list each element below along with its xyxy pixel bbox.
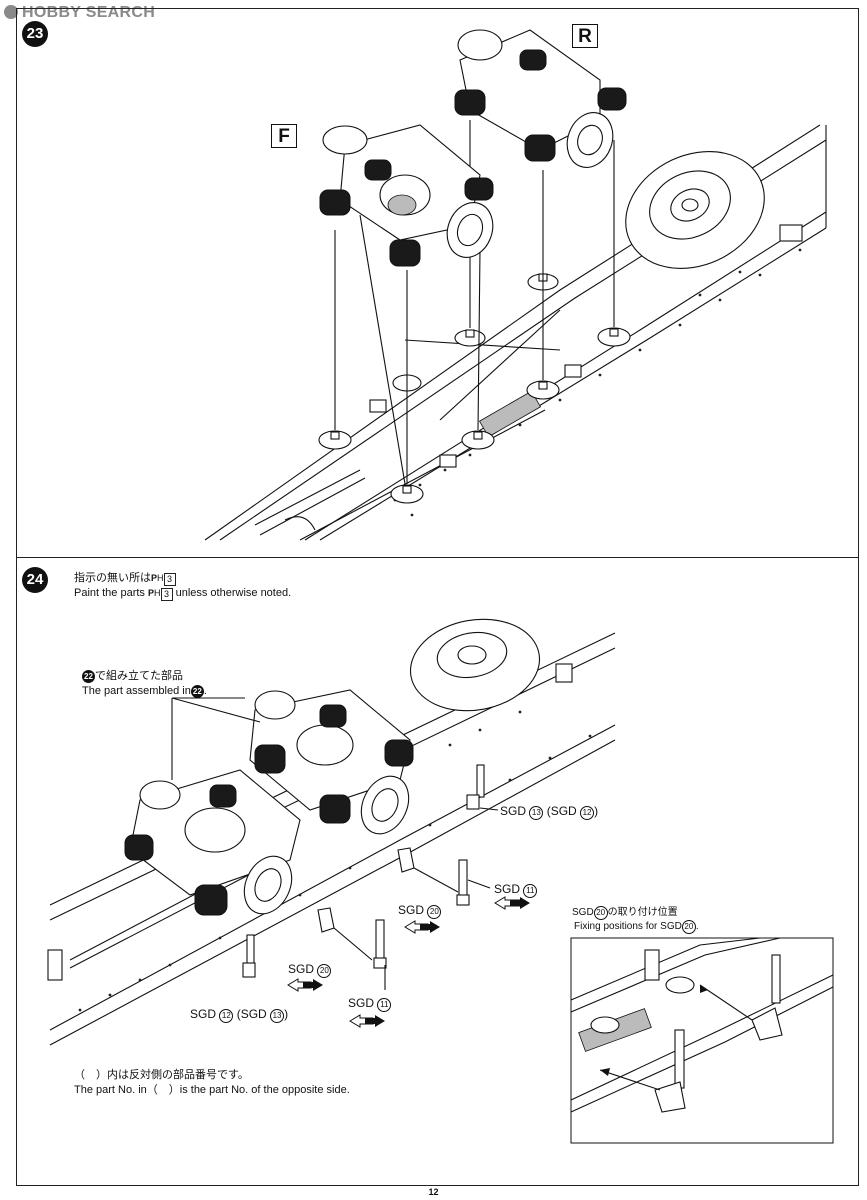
step-ref-badge-2: 22 (190, 685, 204, 698)
step24-bogie-assembly (124, 689, 414, 916)
sgd-20-label-right: SGD 20 (398, 903, 442, 919)
step24-spare-wheel (409, 618, 541, 712)
opposite-side-note-jp: （ ）内は反対側の部品番号です。 (74, 1069, 249, 1081)
step23-front-air-springs (319, 159, 494, 267)
step-24-badge: 24 (22, 567, 48, 593)
step23-rear-air-springs (454, 49, 627, 162)
step24-assembled-leader (171, 697, 261, 780)
step23-front-bogie (319, 124, 494, 267)
sgd-20-label-left: SGD 20 (288, 962, 332, 978)
paint-code-icon: P (151, 573, 158, 583)
step23-spare-wheel (625, 151, 765, 269)
paint-code-h-icon-2: H (154, 588, 161, 598)
assembled-en-text: The part assembled in (82, 685, 191, 697)
page-frame (16, 8, 859, 1186)
opposite-side-note-en: The part No. in（ ）is the part No. of the… (74, 1084, 350, 1096)
watermark-logo-icon (4, 5, 18, 19)
step23-rear-bogie (454, 29, 627, 168)
step24-shock-absorbers (242, 764, 499, 990)
sgd-12-13-label: SGD 12 (SGD 13) (190, 1007, 289, 1023)
step-23-badge: 23 (22, 21, 48, 47)
sgd-11-label-left: SGD 11 (348, 996, 392, 1012)
front-bogie-label: F (271, 124, 297, 148)
paint-code-box: 3 (163, 573, 176, 586)
paint-en-suffix: unless otherwise noted. (175, 587, 292, 599)
step24-inset-detail (570, 937, 834, 1144)
paint-code-icon-2: P (148, 588, 155, 598)
rear-bogie-label: R (572, 24, 598, 48)
sgd-13-12-label: SGD 13 (SGD 12) (500, 804, 599, 820)
step-divider (16, 557, 859, 558)
step23-chassis-frame (204, 124, 827, 541)
sgd-11-label-right: SGD 11 (494, 882, 538, 898)
paint-code-h-icon: H (157, 573, 164, 583)
paint-code-box-2: 3 (160, 588, 173, 601)
page-number: 12 (428, 1187, 439, 1197)
paint-en-prefix: Paint the parts (74, 587, 145, 599)
assembled-jp-text: で組み立てた部品 (95, 670, 183, 682)
step23-spring-seats (318, 273, 631, 504)
paint-jp-text: 指示の無い所は (74, 572, 151, 584)
step24-air-springs (124, 704, 414, 916)
step24-direction-arrows (287, 896, 530, 1028)
step-ref-badge: 22 (82, 670, 95, 683)
